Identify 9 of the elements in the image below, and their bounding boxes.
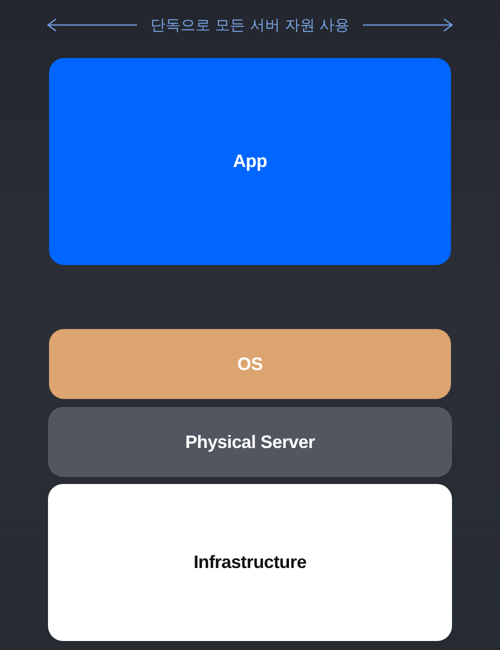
os-layer-box [49,329,451,399]
layer-label: Infrastructure [194,552,306,573]
layer-label: Physical Server [185,432,315,452]
layer-label: OS [237,354,263,374]
infrastructure-layer-box [48,484,452,641]
server-layer-box [48,407,452,477]
app-layer-box [49,58,451,265]
span-caption: 단독으로 모든 서버 자원 사용 [149,15,351,36]
layer-label: App [232,151,268,172]
